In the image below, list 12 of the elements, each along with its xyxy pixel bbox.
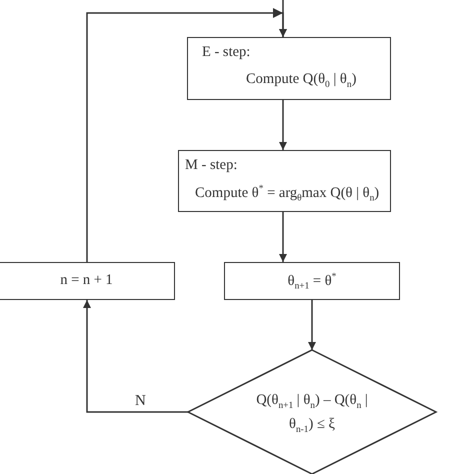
step-heading: M - step: (185, 157, 238, 174)
formula-text: Compute θ$^{*}$ = arg$_{θ}$max Q(θ | θ$_{n}$) (195, 184, 380, 206)
formula-text: n = n + 1 (59, 272, 114, 290)
decision-diamond (188, 350, 436, 474)
formula-text: θ$_{n+1}$ = θ$^{*}$ (286, 272, 338, 294)
process-box (178, 150, 391, 212)
process-box (224, 262, 400, 300)
step-heading: E - step: (202, 44, 250, 62)
formula-text: Compute Q(θ$_{0}$ | θ$_{n}$) (246, 71, 356, 92)
process-box (0, 262, 175, 300)
process-box (187, 37, 391, 100)
formula-text: Q(θ$_{n+1}$ | θ$_{n}$) – Q(θ$_{n}$ | θ$_{n-1}$) ≤ ξ (255, 391, 369, 436)
